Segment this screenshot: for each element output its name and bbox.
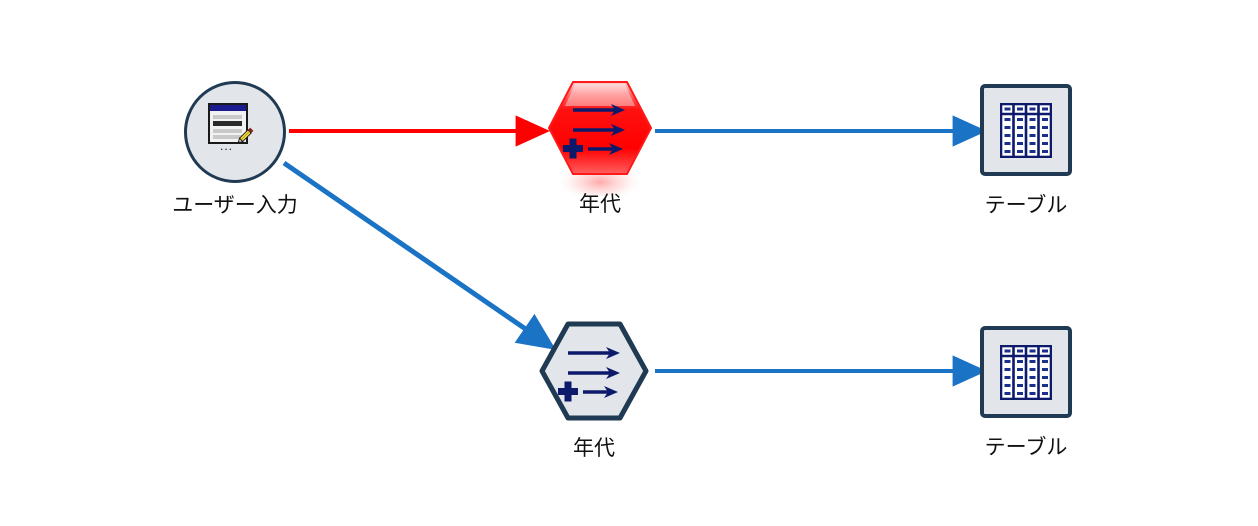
derive-arrows-icon xyxy=(558,347,620,402)
form-pencil-icon: ... xyxy=(208,103,254,153)
link-input-to-derive-bottom[interactable] xyxy=(282,160,556,350)
node-user-input[interactable]: ... ユーザー入力 xyxy=(172,81,298,217)
form-row xyxy=(213,135,242,139)
form-row xyxy=(213,129,242,133)
node-derive-top[interactable]: 年代 xyxy=(541,66,659,216)
node-label-derive-bottom: 年代 xyxy=(573,436,615,460)
derive-bottom-shape xyxy=(539,321,649,421)
node-label-derive-top: 年代 xyxy=(579,192,621,216)
derive-arrows-icon xyxy=(563,104,625,159)
node-label-user-input: ユーザー入力 xyxy=(172,193,298,217)
form-titlebar xyxy=(210,105,246,111)
node-label-table-bottom: テーブル xyxy=(984,435,1068,459)
table-grid-icon xyxy=(1000,103,1052,158)
node-table-bottom[interactable]: テーブル xyxy=(980,326,1072,459)
derive-top-shape xyxy=(547,81,653,196)
form-row xyxy=(213,121,242,126)
hexagon-body xyxy=(539,321,649,421)
node-table-top[interactable]: テーブル xyxy=(980,84,1072,217)
table-grid-icon xyxy=(1000,345,1052,400)
pencil-icon xyxy=(237,127,254,144)
hexagon-gloss xyxy=(565,84,635,106)
node-derive-bottom[interactable]: 年代 xyxy=(535,320,653,460)
node-label-table-top: テーブル xyxy=(984,193,1068,217)
form-row xyxy=(213,115,242,119)
form-ellipsis: ... xyxy=(220,139,234,153)
